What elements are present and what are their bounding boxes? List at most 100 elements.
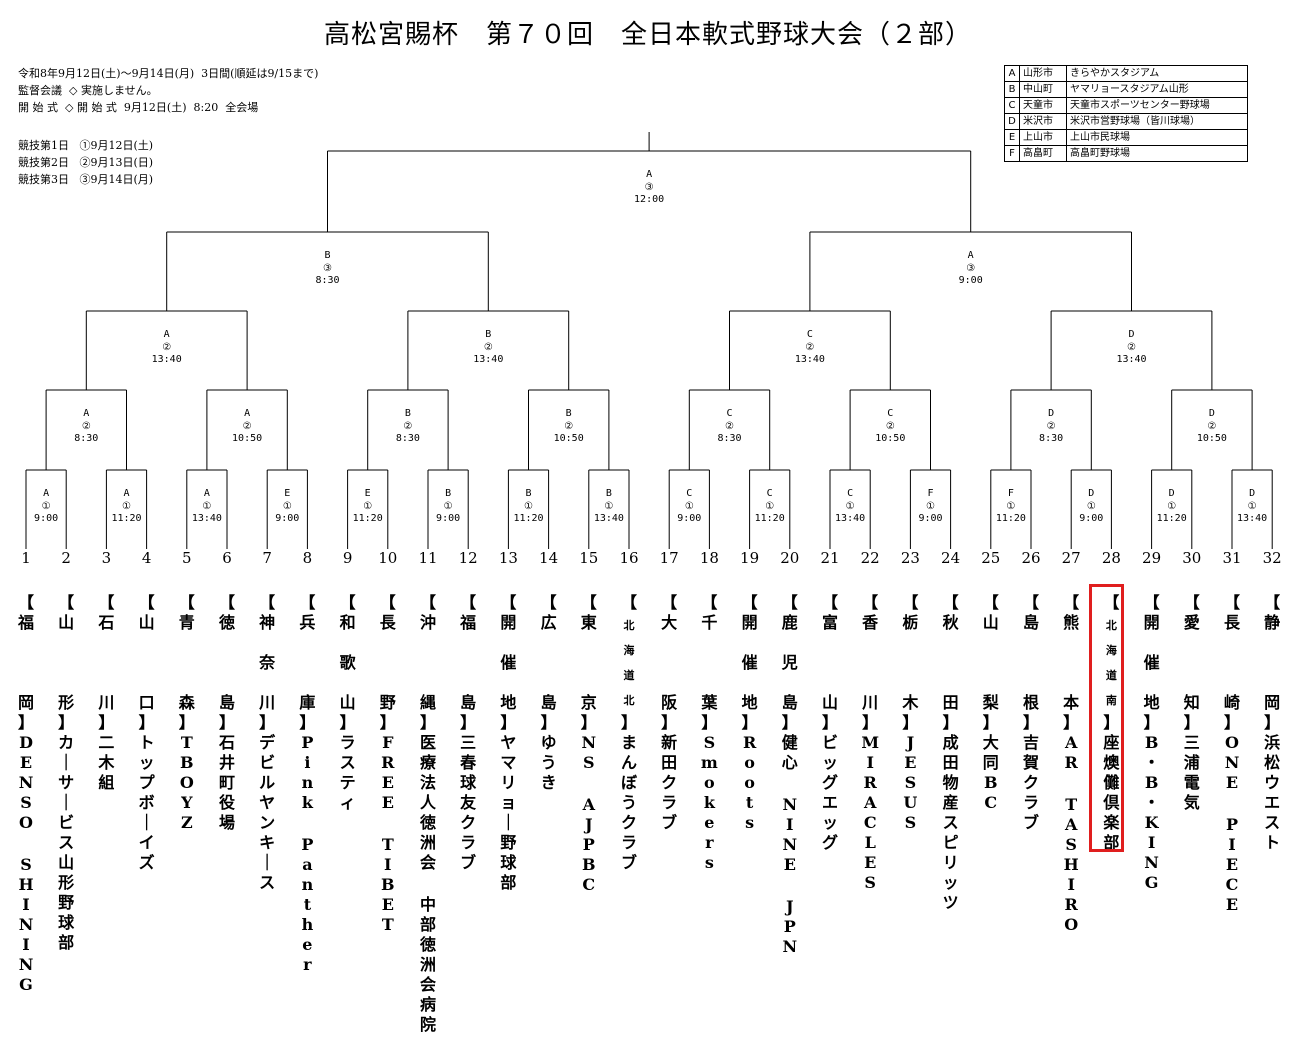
team-name: まんぼうクラブ [620,733,637,872]
slot-number: 2 [61,549,71,567]
match-venue: B [565,408,572,419]
team-name: ラスティ [339,733,356,812]
team-prefecture: 【開催地】 [1143,593,1160,732]
team-prefecture: 【福島】 [460,593,477,732]
match-day: ② [1127,341,1136,353]
schedule-day-2: 競技第2日 ②9月13日(日) [18,156,154,169]
team-prefecture: 【徳島】 [218,593,235,732]
slot-number: 26 [1021,549,1041,567]
team-prefecture: 【熊本】 [1063,593,1080,732]
slot-number: 10 [378,549,398,567]
match-time: 11:20 [352,513,383,524]
team-prefecture: 【静岡】 [1264,593,1281,732]
slot-number: 8 [302,549,313,567]
match-day: ② [242,420,252,432]
slot-number: 28 [1101,549,1121,567]
match-time: 8:30 [74,433,99,444]
team-name: 新田クラブ [661,733,678,832]
slot-number: 22 [860,549,880,567]
slot-number: 20 [780,549,800,567]
team-name: 三春球友クラブ [460,733,477,872]
slot-number: 25 [981,549,1001,567]
match-day: ① [1086,500,1096,512]
team-name: ゆうき [540,733,557,792]
team-prefecture: 【北海道南】 [1103,593,1120,732]
team-prefecture: 【島根】 [1022,593,1039,732]
slot-number: 4 [141,549,152,567]
team-prefecture: 【兵庫】 [299,593,316,732]
info-line-dates: 令和8年9月12日(土)～9月14日(月) 3日間(順延は9/15まで) [18,67,319,80]
slot-number: 23 [900,549,920,567]
team-entry: 【徳島】石井町役場 [214,593,240,833]
team-prefecture: 【栃木】 [902,593,919,732]
team-prefecture: 【開催地】 [741,593,758,732]
match-venue: D [1168,488,1175,499]
match-day: ① [524,500,533,512]
match-time: 13:40 [593,513,624,524]
match-venue: C [766,488,773,499]
team-name: 三浦電気 [1183,733,1200,812]
slot-number: 19 [740,549,760,567]
match-time: 13:40 [473,354,504,365]
team-entry: 【開催地】ヤマリョ｜野球部 [495,593,521,893]
match-venue: C [686,488,693,499]
match-day: ② [564,420,574,432]
team-prefecture: 【山形】 [58,593,75,732]
match-time: 11:20 [754,513,785,524]
slot-number: 12 [458,549,478,567]
match-time: 10:50 [1196,433,1227,444]
team-entry: 【石川】二木組 [93,593,119,793]
team-prefecture: 【秋田】 [942,593,959,732]
team-entry: 【沖縄】医療法人徳洲会 中部徳洲会病院 [415,593,441,1035]
team-name: 成田物産スピリッツ [942,733,959,912]
team-entry: 【富山】ビッグエッグ [817,593,843,853]
team-name: カ｜サ｜ビス山形野球部 [58,733,75,952]
match-venue: D [1048,408,1055,419]
slot-number: 27 [1061,549,1081,567]
match-venue: A [123,488,130,499]
team-entry: 【北海道南】座燠儺倶楽部 [1098,593,1124,853]
team-prefecture: 【長崎】 [1223,593,1240,732]
team-prefecture: 【長野】 [379,593,396,732]
team-entry: 【山口】トップボ｜イズ [134,593,160,873]
match-venue: C [726,408,733,419]
slot-number: 13 [498,549,518,567]
slot-number: 30 [1182,549,1202,567]
match-time: 9:00 [958,275,983,286]
match-day: ① [1006,500,1016,512]
schedule-day-3: 競技第3日 ③9月14日(月) [18,173,154,186]
match-venue: D [1128,329,1135,340]
match-day: ① [765,500,775,512]
schedule-day-1: 競技第1日 ①9月12日(土) [18,139,154,152]
match-day: ② [483,341,493,353]
match-time: 13:40 [835,513,866,524]
team-prefecture: 【山口】 [138,593,155,732]
venue-city: 高畠町 [1019,145,1067,162]
match-day: ① [1247,500,1257,512]
